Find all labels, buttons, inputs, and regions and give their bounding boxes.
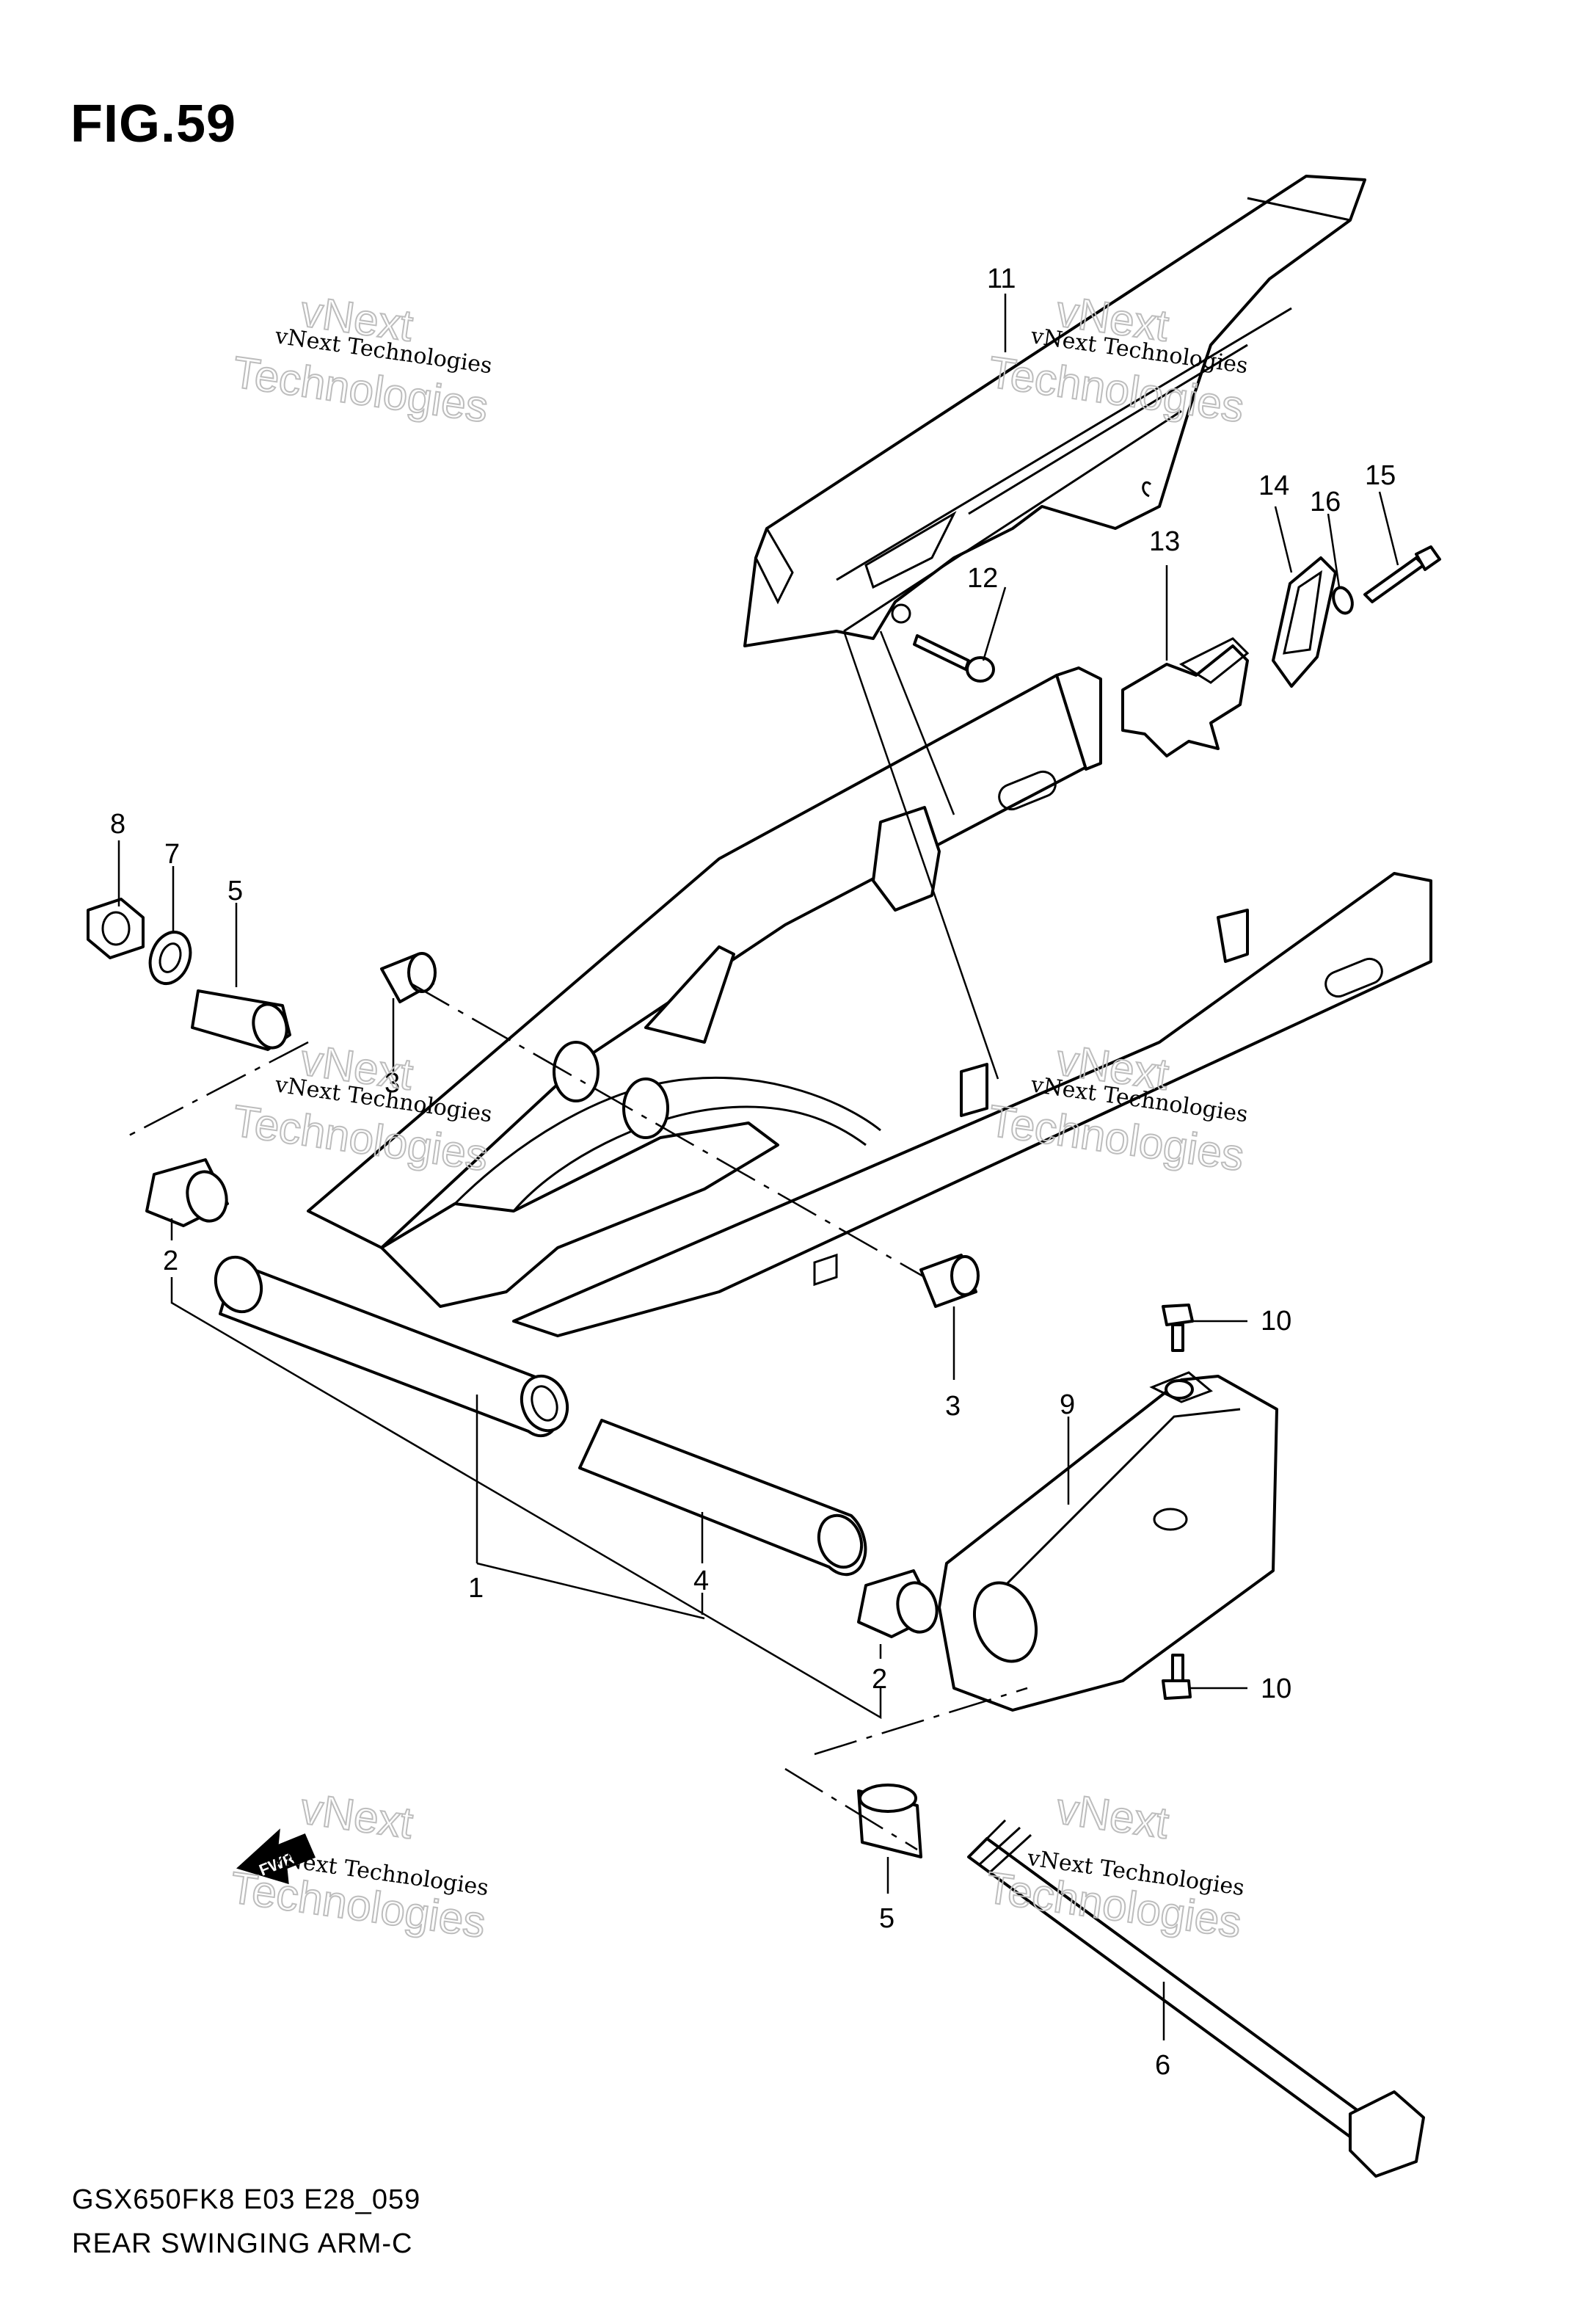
part-16-washer[interactable] [1330,585,1356,616]
part-5-collar-upper[interactable] [191,989,291,1052]
figure-title: FIG.59 [70,95,237,153]
callout-9: 9 [1060,1389,1075,1420]
callout-2-right: 2 [872,1664,887,1695]
callout-10-upper: 10 [1261,1306,1291,1337]
part-1-swing-arm[interactable] [208,666,1432,1438]
callout-1: 1 [468,1573,484,1604]
callout-2-left: 2 [163,1246,178,1276]
watermark-bottom-right: vNext vNext Technologies Technologies [983,1783,1246,1948]
part-12-screw[interactable] [913,634,995,683]
leader-lines [117,294,1399,2040]
part-9-chain-guide[interactable] [938,1371,1278,1712]
callout-11: 11 [987,263,1016,294]
callouts: 11 12 13 14 16 15 8 7 5 3 2 3 10 9 1 4 2… [110,263,1396,2081]
callout-15: 15 [1365,460,1396,491]
watermark-top-left: vNext vNext Technologies Technologies [229,286,494,432]
part-10-bolt-upper[interactable] [1162,1304,1194,1400]
callout-8: 8 [110,809,125,840]
part-5-collar-lower[interactable] [857,1784,922,1858]
diagram-title: REAR SWINGING ARM-C [72,2228,413,2259]
callout-13: 13 [1149,526,1180,557]
model-code: GSX650FK8 E03 E28_059 [72,2184,421,2215]
part-3-bushing-upper[interactable] [380,952,437,1003]
part-13-chain-adjuster-plate[interactable] [1121,637,1250,757]
part-2-bearing-right[interactable] [857,1569,942,1638]
svg-text:vNext: vNext [298,1784,417,1848]
callout-5-upper: 5 [227,876,243,906]
callout-12: 12 [967,563,998,594]
callout-14: 14 [1258,470,1289,501]
part-10-bolt-lower[interactable] [1162,1654,1192,1700]
part-15-bolt[interactable] [1363,545,1441,603]
part-6-pivot-axle[interactable] [967,1819,1425,2178]
part-4-spacer[interactable] [578,1419,869,1577]
callout-5-lower: 5 [879,1903,894,1934]
svg-text:vNext: vNext [1054,1784,1173,1848]
part-8-nut[interactable] [87,898,145,959]
callout-3-lower: 3 [945,1391,961,1422]
callout-7: 7 [164,839,180,870]
callout-16: 16 [1310,487,1341,517]
assembly-axis-lines [124,982,1028,1851]
callout-6: 6 [1155,2050,1170,2081]
part-11-chain-cover[interactable] [743,175,1366,647]
forward-direction-marker: FWR [236,1828,316,1885]
part-14-cushion[interactable] [1272,556,1337,688]
watermark-mid-left: vNext vNext Technologies Technologies [229,1034,494,1181]
part-3-bushing-lower[interactable] [919,1254,980,1308]
callout-10-lower: 10 [1261,1673,1291,1704]
callout-3-upper: 3 [385,1068,400,1099]
part-2-bearing-left[interactable] [145,1158,232,1227]
part-7-washer[interactable] [143,926,197,989]
callout-4: 4 [693,1566,709,1596]
